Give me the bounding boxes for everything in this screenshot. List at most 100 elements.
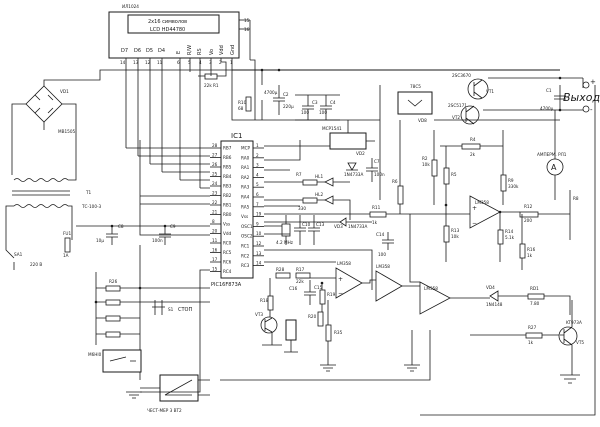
mcu-pin-number: 9 [256, 221, 259, 226]
mcu-right-wires [264, 140, 373, 290]
svg-text:VD3: VD3 [334, 224, 343, 229]
capacitor-c14: C14 100 [376, 232, 394, 257]
svg-text:R11: R11 [372, 205, 381, 210]
svg-text:330: 330 [298, 206, 306, 211]
mcu-pin-rc5: RC5 [223, 250, 232, 255]
mcu-pin-rb3: RB3 [223, 184, 232, 189]
svg-text:R20: R20 [308, 314, 317, 319]
svg-text:HL1: HL1 [315, 174, 323, 179]
lcd-pin-vo: Vo [209, 49, 215, 55]
svg-text:VD2: VD2 [356, 151, 365, 156]
mcu-pin-number: 10 [256, 231, 262, 236]
transistor-vt3: VT3 [255, 312, 282, 346]
lcd-pin-rw: R/W [187, 45, 193, 55]
output-terminal: Выход + - C1 4700µ [483, 77, 600, 114]
mcu-pin-osc1: OSC1 [241, 224, 253, 229]
svg-text:C8: C8 [118, 224, 124, 229]
lcd-pin-rs: RS [197, 48, 203, 55]
mcu-pin-rb1: RB1 [223, 203, 232, 208]
diode-vd4: VD4 1N4148 [450, 285, 528, 307]
mcu-body [220, 140, 254, 279]
resistor-r27: R27 1k [470, 325, 560, 345]
svg-text:5: 5 [188, 60, 191, 65]
svg-text:22k: 22k [204, 83, 212, 88]
mcu-pin-mcp: MCP [241, 146, 251, 151]
mcu-part: PIC16F873A [211, 282, 242, 288]
svg-text:10k: 10k [422, 162, 430, 167]
mcu-name: IC1 [231, 132, 242, 140]
lcd-line1: 2х16 символов [148, 19, 187, 25]
svg-text:LM358: LM358 [376, 264, 390, 269]
mcu-pin-number: 17 [212, 257, 218, 262]
svg-text:4700µ: 4700µ [264, 90, 278, 95]
svg-text:1k: 1k [372, 220, 378, 225]
svg-text:11: 11 [157, 60, 163, 65]
mcu-pin-ra5: RA5 [241, 204, 250, 209]
lcd-title: ИЛ1024 [122, 4, 139, 9]
mcu-pin-rc0: RC0 [223, 241, 232, 246]
svg-text:MCP1541: MCP1541 [322, 126, 342, 131]
svg-text:R4: R4 [470, 137, 476, 142]
svg-text:220µ: 220µ [283, 104, 294, 109]
svg-text:R28: R28 [276, 267, 285, 272]
stop-label: СТОП [178, 307, 192, 313]
svg-text:−: − [472, 220, 477, 227]
svg-text:4.2 MHz: 4.2 MHz [276, 240, 294, 245]
svg-text:VD8: VD8 [418, 118, 427, 123]
mcu-pin-number: 5 [256, 182, 259, 187]
mcu-pin-number: 4 [256, 172, 259, 177]
mcu-pin-number: 24 [212, 181, 218, 186]
sensor-box: ЧЕСТ-МЕР 3 ВТ2 [140, 374, 210, 413]
svg-text:S1: S1 [168, 307, 174, 312]
regulator-78c5: 78C5 VD8 [397, 84, 433, 123]
svg-text:1: 1 [230, 60, 233, 65]
mcu-pin-ra0: RA0 [241, 155, 250, 160]
svg-text:M6HI0: M6HI0 [88, 352, 102, 357]
button-ladder: R26 [95, 245, 210, 380]
resistor-r12: R12 200 R8 [500, 190, 579, 240]
mcu-pin-rb0: RB0 [223, 212, 232, 217]
stop-button: S1 СТОП [152, 300, 192, 315]
svg-text:LM358: LM358 [337, 261, 351, 266]
svg-text:1A: 1A [63, 253, 69, 258]
mcu-pin-rb6: RB6 [223, 155, 232, 160]
mcu-pin-ra2: RA2 [241, 175, 250, 180]
svg-text:100: 100 [319, 110, 327, 115]
svg-text:VT5: VT5 [576, 340, 584, 345]
svg-text:4700µ: 4700µ [540, 106, 554, 111]
svg-text:1N4733A: 1N4733A [344, 172, 363, 177]
svg-text:C10: C10 [302, 222, 311, 227]
svg-text:13: 13 [133, 60, 139, 65]
opamp-center-2: LM358 [375, 264, 403, 302]
mcu-pin-ra3: RA3 [241, 185, 250, 190]
mcu-pin-rb2: RB2 [223, 193, 232, 198]
crystal-area: 4.2 MHz C10 C13 [264, 215, 325, 245]
rail-drops [250, 59, 263, 120]
svg-text:4: 4 [199, 60, 202, 65]
svg-text:10k: 10k [451, 234, 459, 239]
svg-text:100n: 100n [152, 238, 163, 243]
svg-text:SA1: SA1 [14, 252, 23, 257]
mcu-pin-rc3: RC3 [241, 263, 250, 268]
ammeter-symbol: A [551, 163, 557, 172]
lcd-pin-numbers: 14 13 12 11 6 5 4 3 2 1 [120, 60, 233, 65]
mcu-pin-number: 2 [256, 153, 259, 158]
mcu-pin-number: 7 [256, 202, 259, 207]
svg-text:R18: R18 [260, 298, 269, 303]
motor-switch: M6HI0 [88, 349, 142, 373]
lcd-pin-vdd: Vdd [219, 45, 225, 55]
junction-dots [94, 68, 562, 304]
svg-text:10µ: 10µ [96, 238, 104, 243]
ammeter: A АМПЕРМ. РЛ1 [537, 110, 567, 200]
capacitor-c2: C2 220µ 4700µ [264, 85, 294, 115]
svg-text:R10: R10 [238, 100, 247, 105]
svg-text:RD1: RD1 [530, 286, 539, 291]
mcu-pin-ra1: RA1 [241, 165, 250, 170]
lcd-pin-d4: D4 [158, 48, 165, 54]
mcu-pin-osc2: OSC2 [241, 234, 253, 239]
mcu-pin-rb4: RB4 [223, 174, 232, 179]
svg-text:R27: R27 [528, 325, 537, 330]
mcu-pin-ra4: RA4 [241, 195, 250, 200]
mcu-pin-number: 13 [256, 251, 262, 256]
